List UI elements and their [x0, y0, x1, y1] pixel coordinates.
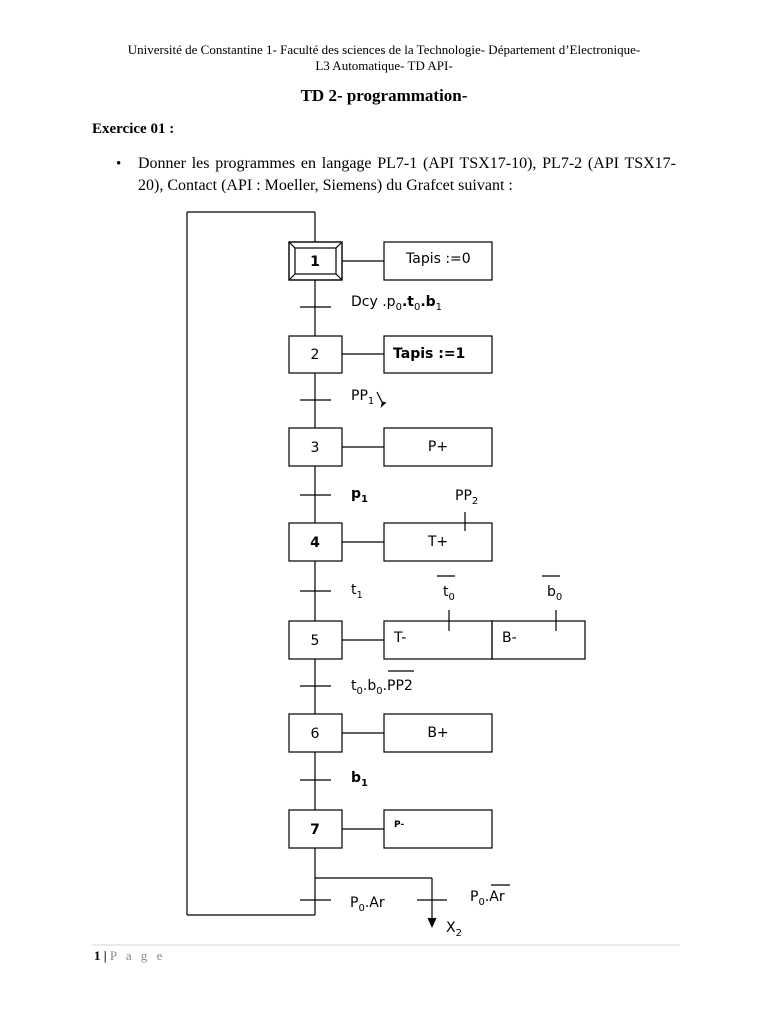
action-text-5a: T- [393, 630, 406, 646]
transition-label-1: Dcy .p0.t0.b1 [351, 294, 442, 313]
transition-label-5: t0.b0.PP2 [351, 678, 413, 697]
action-box-3 [383, 427, 493, 467]
step-7-label: 7 [310, 822, 320, 838]
document-title: TD 2- programmation- [300, 86, 468, 105]
step-1-bevel-tr [335, 241, 343, 249]
page-number: 1 [94, 948, 101, 963]
step-4-label: 4 [310, 535, 320, 551]
transition-label-4: t1 [351, 582, 363, 601]
action-text-1: Tapis :=0 [405, 251, 471, 267]
action-box-7 [383, 809, 493, 849]
action-text-2: Tapis :=1 [393, 346, 465, 362]
action-box-6 [383, 713, 493, 753]
step-1-bevel-bl [288, 273, 296, 281]
page-footer: 1 | P a g e [94, 948, 165, 964]
step-1-bevel-tl [288, 241, 296, 249]
action-text-6: B+ [427, 725, 448, 741]
step-3-label: 3 [311, 440, 320, 456]
condition-pp2: PP2 [455, 488, 478, 507]
step-1-bevel-br [335, 273, 343, 281]
jump-target-label: X2 [446, 920, 462, 939]
exercise-heading: Exercice 01 : [92, 121, 175, 137]
action-text-5b: B- [502, 630, 517, 646]
step-5-label: 5 [311, 633, 320, 649]
action-text-7: P- [394, 820, 404, 830]
action-box-5b [491, 620, 586, 660]
transition-label-2: PP1 [351, 388, 374, 407]
exercise-instruction: Donner les programmes en langage PL7-1 (… [138, 155, 676, 194]
action-box-4 [383, 522, 493, 562]
footer-separator: | [103, 948, 107, 963]
bullet-icon: • [116, 156, 122, 172]
header-line-2: L3 Automatique- TD API- [315, 58, 453, 73]
transition-label-6: b1 [351, 770, 368, 789]
step-1-label: 1 [310, 254, 320, 270]
step-1-inner [294, 247, 337, 275]
jump-arrow-icon [427, 918, 437, 928]
transition-label-8: P0.Ar [470, 889, 505, 908]
transition-label-7: P0.Ar [350, 895, 385, 914]
action-box-1 [383, 241, 493, 281]
transition-label-3: p1 [351, 486, 368, 505]
falling-edge-arrowhead [380, 401, 387, 408]
page-word: P a g e [109, 948, 166, 963]
condition-b0: b0 [547, 584, 562, 603]
condition-t0: t0 [443, 584, 455, 603]
step-6-label: 6 [311, 726, 320, 742]
action-box-2 [383, 335, 493, 374]
action-text-3: P+ [428, 439, 448, 455]
header-line-1: Université de Constantine 1- Faculté des… [127, 42, 641, 57]
step-2-label: 2 [311, 347, 320, 363]
action-text-4: T+ [427, 534, 448, 550]
